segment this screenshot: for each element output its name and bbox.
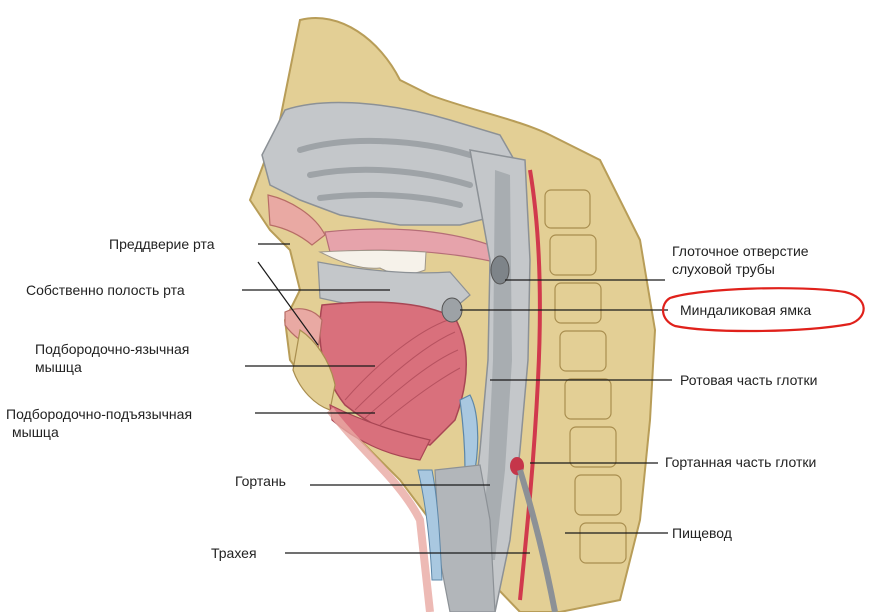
- label-esophagus: Пищевод: [672, 524, 732, 542]
- label-oral-cavity: Собственно полость рта: [26, 281, 185, 299]
- label-genioglossus: Подбородочно-язычная мышца: [35, 340, 189, 376]
- label-genioglossus-line2: мышца: [35, 358, 189, 376]
- label-genioglossus-line1: Подбородочно-язычная: [35, 340, 189, 358]
- label-tube-opening: Глоточное отверстие слуховой трубы: [672, 242, 809, 278]
- label-tube-opening-line1: Глоточное отверстие: [672, 242, 809, 260]
- label-geniohyoid-line2: мышца: [6, 423, 192, 441]
- label-geniohyoid: Подбородочно-подъязычная мышца: [6, 405, 192, 441]
- label-oropharynx: Ротовая часть глотки: [680, 371, 817, 389]
- tonsil-fossa: [442, 298, 462, 322]
- label-vestibule: Преддверие рта: [109, 235, 215, 253]
- label-geniohyoid-line1: Подбородочно-подъязычная: [6, 405, 192, 423]
- label-trachea: Трахея: [211, 544, 257, 562]
- label-tonsil-fossa: Миндаликовая ямка: [680, 301, 811, 319]
- label-tube-opening-line2: слуховой трубы: [672, 260, 809, 278]
- label-larynx: Гортань: [235, 472, 286, 490]
- label-laryngopharynx: Гортанная часть глотки: [665, 453, 816, 471]
